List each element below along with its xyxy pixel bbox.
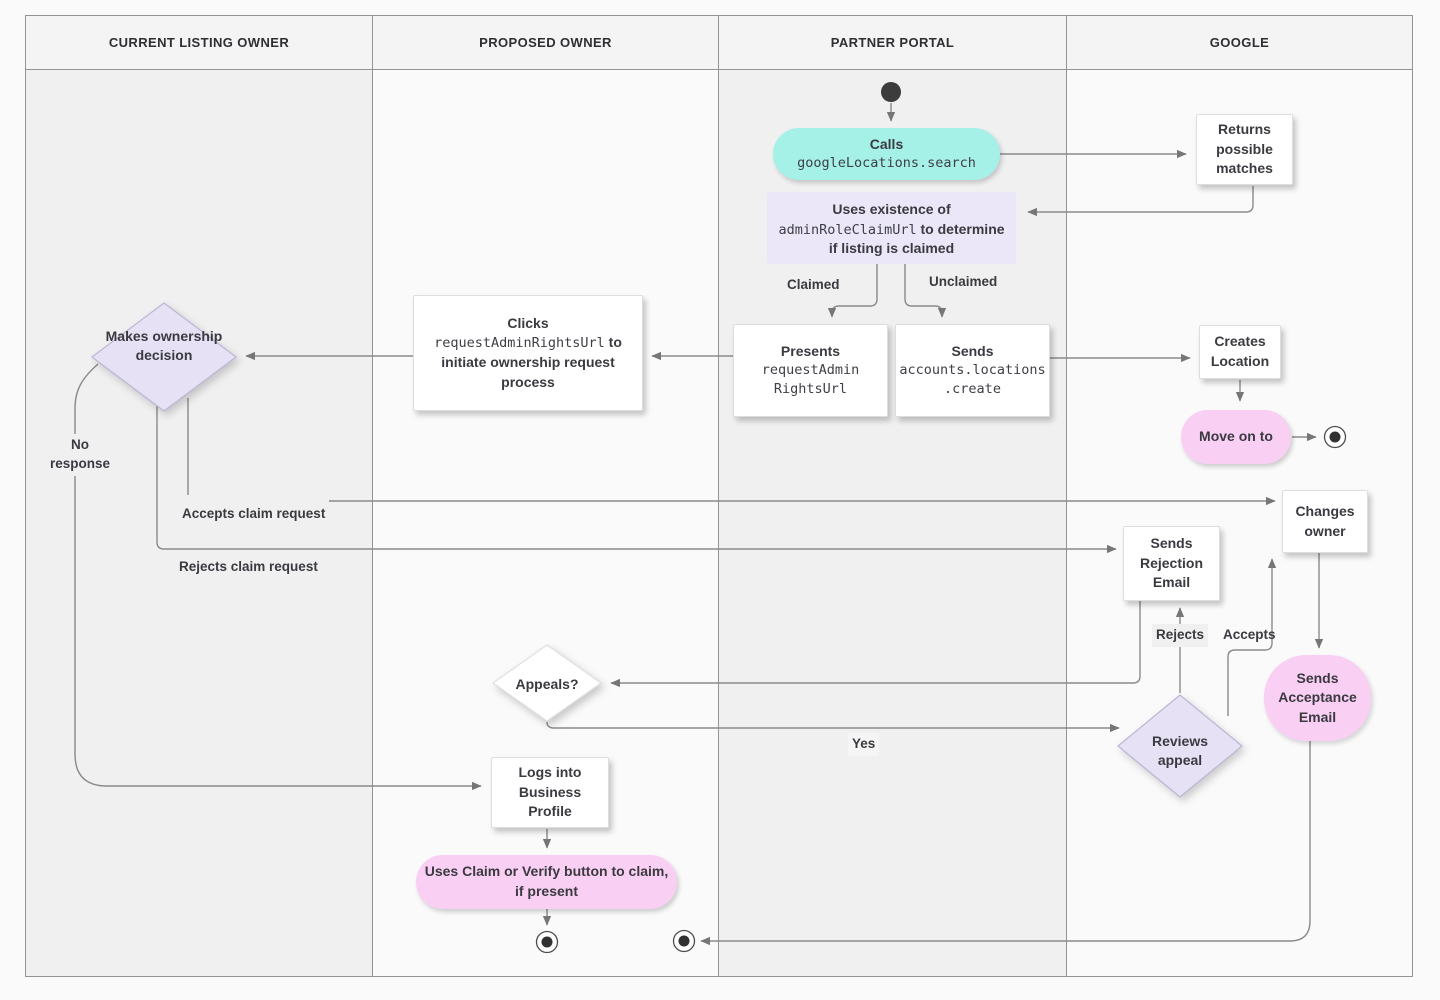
- node-sends-rejection-email: Sends Rejection Email: [1123, 526, 1220, 601]
- edge-uses-to-sends: [904, 264, 947, 318]
- node-label: Changes owner: [1295, 502, 1355, 539]
- edge-appeals-yes: [546, 721, 1120, 733]
- edge-uses-to-presents: [827, 264, 878, 318]
- node-code: adminRoleClaimUrl: [778, 221, 917, 238]
- edge-label-accepts: Accepts: [1223, 627, 1276, 642]
- node-label: Uses Claim or Verify button to claim, if…: [424, 863, 669, 899]
- node-label: Move on to: [1199, 428, 1273, 445]
- node-title: Clicks: [507, 314, 549, 331]
- lane-header-proposed-owner: PROPOSED OWNER: [373, 15, 718, 70]
- node-label: Sends Rejection Email: [1139, 535, 1203, 591]
- edge-returns-to-uses: [1027, 186, 1254, 217]
- edge-accepts-claim: [187, 398, 1276, 506]
- edge-rejects-claim: [156, 403, 1117, 554]
- node-label: Logs into Business Profile: [518, 764, 582, 820]
- node-title: Sends: [951, 342, 994, 359]
- node-code: requestAdminRightsUrl: [434, 335, 605, 352]
- node-presents-requestadminrightsurl: Presents requestAdmin RightsUrl: [733, 324, 888, 417]
- node-makes-ownership-decision: Makes ownership decision: [105, 328, 223, 363]
- node-label: Sends Acceptance Email: [1278, 669, 1357, 725]
- lane-header-google: GOOGLE: [1067, 15, 1412, 70]
- node-text-before: Uses existence of: [832, 201, 951, 217]
- frame-bottom-border: [25, 976, 1413, 977]
- node-uses-existence-adminroleclaimurl: Uses existence of adminRoleClaimUrl to d…: [767, 192, 1016, 264]
- node-title: Calls: [869, 135, 904, 152]
- node-text-after: to determine if listing is claimed: [828, 220, 1005, 257]
- decision-diamond-reviews-appeal: [1117, 694, 1243, 798]
- edge-label-rejects: Rejects: [1152, 624, 1209, 647]
- edge-label-claimed: Claimed: [783, 274, 844, 297]
- edge-label-rejects-claim-request: Rejects claim request: [175, 556, 322, 579]
- edge-label-unclaimed: Unclaimed: [925, 271, 1002, 294]
- node-label: Returns possible matches: [1216, 121, 1273, 177]
- node-title: Presents: [780, 342, 841, 359]
- decision-diamond-makes-ownership: [91, 302, 237, 412]
- node-code: accounts.locations .create: [899, 362, 1046, 398]
- end-node-icon: [1323, 425, 1347, 449]
- node-text-after: to initiate ownership request process: [441, 334, 622, 390]
- edge-label-yes: Yes: [848, 733, 880, 756]
- node-uses-claim-or-verify-button: Uses Claim or Verify button to claim, if…: [416, 855, 677, 909]
- node-changes-owner: Changes owner: [1282, 490, 1368, 553]
- node-creates-location: Creates Location: [1199, 325, 1281, 379]
- node-clicks-requestadminrightsurl: Clicks requestAdminRightsUrl to initiate…: [413, 295, 643, 411]
- edge-label-no-response: No response: [36, 434, 124, 476]
- node-code: googleLocations.search: [797, 155, 976, 172]
- lane-header-current-listing-owner: CURRENT LISTING OWNER: [26, 15, 372, 70]
- node-appeals: Appeals?: [515, 676, 579, 692]
- node-calls-googlelocations-search: Calls googleLocations.search: [773, 128, 1000, 180]
- end-node-icon: [535, 930, 559, 954]
- edge-rejection-to-appeals: [610, 601, 1141, 688]
- node-reviews-appeal: Reviews appeal: [1151, 733, 1209, 768]
- node-sends-accounts-locations-create: Sends accounts.locations .create: [895, 324, 1050, 417]
- node-move-on-to: Move on to: [1181, 410, 1291, 464]
- node-sends-acceptance-email: Sends Acceptance Email: [1264, 655, 1371, 741]
- end-node-icon: [672, 929, 696, 953]
- node-label: Creates Location: [1210, 333, 1270, 369]
- lane-header-partner-portal: PARTNER PORTAL: [719, 15, 1066, 70]
- edge-acceptance-to-end: [700, 741, 1311, 946]
- node-code: requestAdmin RightsUrl: [761, 362, 860, 398]
- node-logs-into-business-profile: Logs into Business Profile: [491, 757, 609, 828]
- edge-reviews-accepts-up: [1227, 558, 1277, 716]
- node-returns-possible-matches: Returns possible matches: [1196, 114, 1293, 185]
- decision-diamond-appeals: [492, 644, 602, 722]
- edge-label-accepts-claim-request: Accepts claim request: [178, 495, 330, 526]
- lane-proposed-owner: PROPOSED OWNER: [373, 15, 719, 977]
- start-node-icon: [881, 82, 901, 102]
- edge-no-response: [74, 363, 482, 791]
